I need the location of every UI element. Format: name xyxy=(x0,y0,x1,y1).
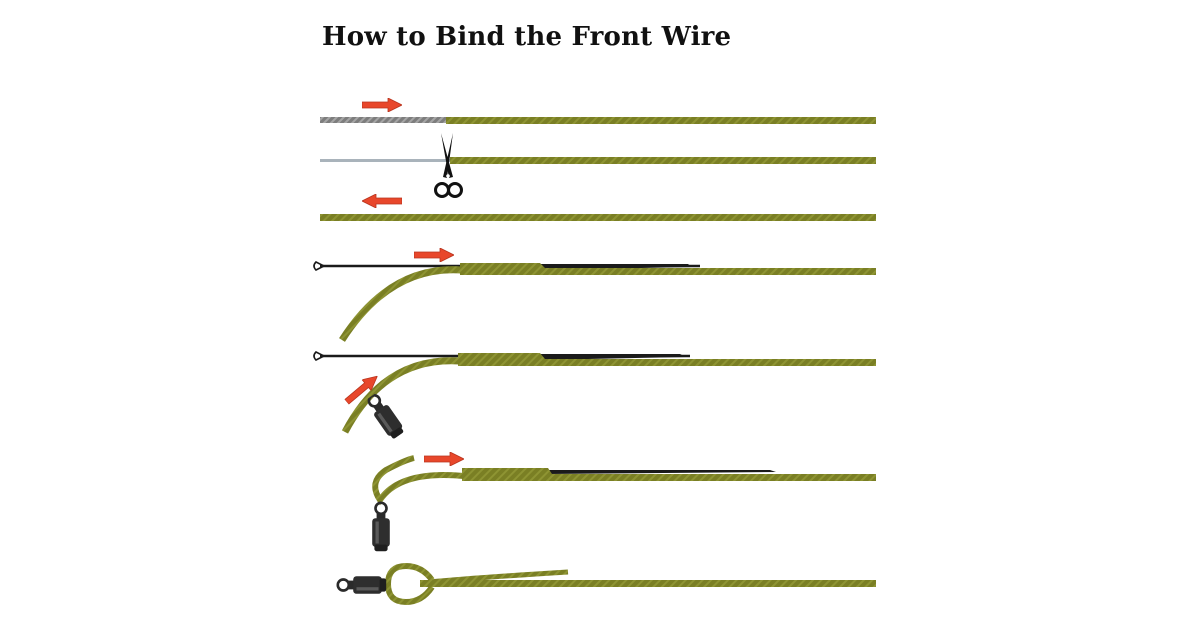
line-loop xyxy=(372,455,465,506)
swivel-icon xyxy=(370,501,392,553)
core-segment xyxy=(320,159,452,162)
scissors-icon xyxy=(434,133,463,198)
fly-line xyxy=(320,214,876,221)
swivel-icon xyxy=(362,390,408,442)
fly-line xyxy=(458,353,876,366)
line-tag-end xyxy=(429,569,569,585)
fly-line xyxy=(460,263,876,275)
step-6 xyxy=(370,452,876,553)
step-4 xyxy=(313,248,876,342)
step-3 xyxy=(320,194,876,221)
step-5 xyxy=(313,351,876,442)
arrow-icon xyxy=(362,98,402,112)
fly-line xyxy=(450,157,876,164)
arrow-icon xyxy=(424,452,464,466)
line-tail xyxy=(341,357,461,434)
step-7 xyxy=(336,562,876,606)
swivel-icon xyxy=(336,574,388,596)
diagram-title: How to Bind the Front Wire xyxy=(322,22,732,52)
leader-segment xyxy=(320,117,448,123)
step-2 xyxy=(320,133,876,198)
step-1 xyxy=(320,98,876,124)
splicing-needle-icon xyxy=(548,470,776,474)
fly-line xyxy=(446,117,876,124)
arrow-icon xyxy=(362,194,402,208)
fly-line xyxy=(420,580,876,587)
fly-line xyxy=(462,468,876,481)
arrow-icon xyxy=(414,248,454,262)
finished-loop xyxy=(384,562,435,606)
line-tail xyxy=(339,266,463,342)
